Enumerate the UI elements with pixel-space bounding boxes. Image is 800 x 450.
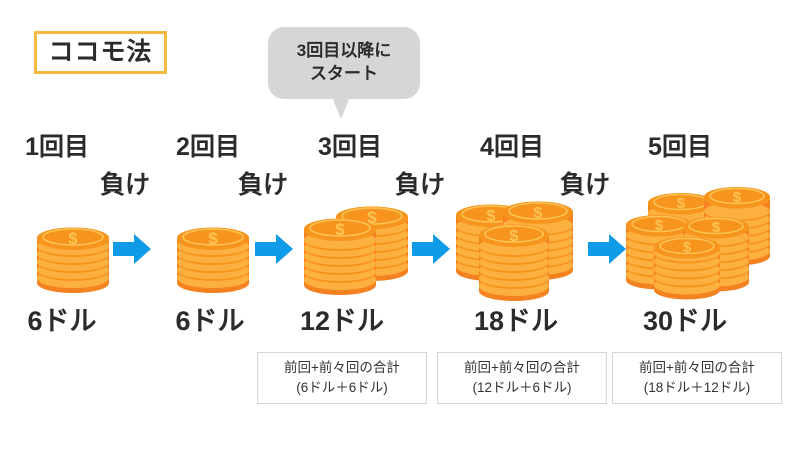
callout-line-2: スタート	[310, 64, 378, 83]
dollar-coin-stack-icon: $	[650, 226, 724, 307]
round-label-4: 4回目	[480, 133, 544, 161]
round-label-3: 3回目	[318, 133, 382, 161]
formula-line-1: 前回+前々回の合計	[284, 360, 400, 375]
amount-label-4: 18ドル	[473, 306, 559, 336]
coin-group-round-2: $	[170, 205, 260, 295]
svg-text:$: $	[655, 217, 664, 234]
dollar-coin-stack-icon: $	[173, 217, 253, 300]
amount-label-3: 12ドル	[299, 306, 385, 336]
dollar-coin-stack-icon: $	[33, 217, 113, 300]
svg-text:$: $	[487, 208, 496, 225]
callout-line-1: 3回目以降に	[296, 41, 392, 61]
svg-text:$: $	[510, 228, 519, 245]
svg-text:$: $	[712, 219, 721, 236]
arrow-right-icon-1	[113, 234, 151, 264]
formula-box-round-3: 前回+前々回の合計 (6ドル＋6ドル)	[257, 352, 427, 405]
formula-line-1: 前回+前々回の合計	[464, 360, 580, 375]
round-label-1: 1回目	[25, 133, 89, 161]
amount-label-1: 6ドル	[27, 306, 97, 336]
svg-text:$: $	[367, 208, 377, 227]
amount-label-5: 30ドル	[642, 306, 728, 336]
svg-text:$: $	[683, 239, 692, 256]
coin-group-round-5: $	[622, 176, 787, 300]
round-label-5: 5回目	[648, 133, 712, 161]
round-label-2: 2回目	[176, 133, 240, 161]
page-title-box: ココモ法	[34, 31, 167, 74]
callout-bubble-tail	[332, 97, 350, 119]
dollar-coin-stack-icon: $	[300, 207, 380, 302]
arrow-right-icon-4	[588, 234, 626, 264]
arrow-right-icon-3	[412, 234, 450, 264]
formula-box-round-5: 前回+前々回の合計 (18ドル＋12ドル)	[612, 352, 782, 405]
svg-text:$: $	[677, 195, 686, 212]
loss-label-3: 負け	[394, 171, 445, 199]
loss-label-1: 負け	[99, 171, 150, 199]
svg-text:$: $	[534, 205, 543, 222]
svg-text:$: $	[733, 189, 742, 206]
svg-text:$: $	[208, 229, 218, 248]
dollar-coin-stack-icon: $	[475, 213, 553, 308]
coin-group-round-1: $	[30, 205, 120, 295]
formula-line-2: (18ドル＋12ドル)	[643, 379, 751, 395]
formula-box-round-4: 前回+前々回の合計 (12ドル＋6ドル)	[437, 352, 607, 405]
amount-label-2: 6ドル	[175, 306, 245, 336]
arrow-right-icon-2	[255, 234, 293, 264]
svg-text:$: $	[335, 220, 345, 239]
loss-label-4: 負け	[559, 171, 610, 199]
formula-line-1: 前回+前々回の合計	[639, 360, 755, 375]
formula-line-2: (12ドル＋6ドル)	[472, 379, 572, 395]
coin-group-round-4: $	[452, 190, 582, 301]
formula-line-2: (6ドル＋6ドル)	[296, 379, 388, 395]
svg-text:$: $	[68, 229, 78, 248]
coin-group-round-3: $	[300, 195, 410, 297]
loss-label-2: 負け	[237, 171, 288, 199]
callout-bubble: 3回目以降に スタート	[268, 27, 420, 99]
page-title: ココモ法	[48, 38, 153, 66]
